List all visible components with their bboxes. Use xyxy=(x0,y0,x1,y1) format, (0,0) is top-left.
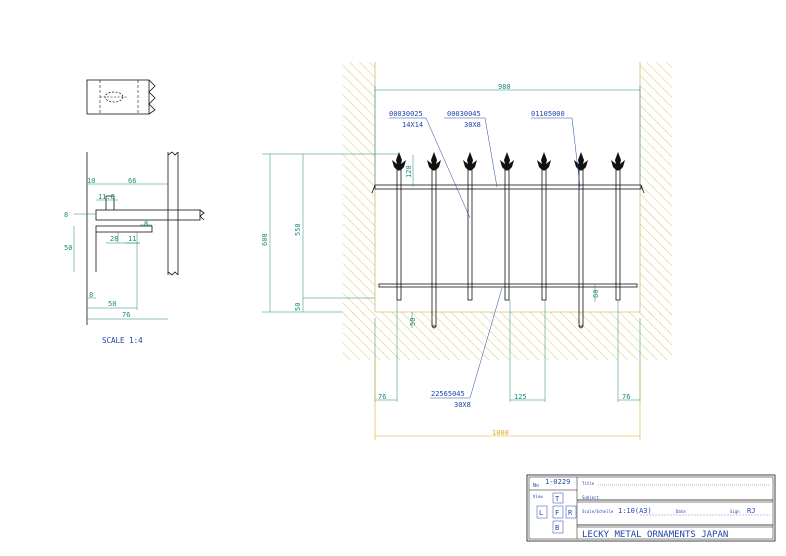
date-label: Date xyxy=(676,509,686,514)
detail-dim-11: 76 xyxy=(122,311,130,319)
dim-overall-width: 1000 xyxy=(492,429,509,437)
detail-dim-5: 50 xyxy=(64,244,72,252)
picket-bar xyxy=(431,169,437,327)
dim-inner-height: 550 xyxy=(294,223,302,236)
main-dimension-texts: 980 600 550 50 120 60 50 76 125 76 1000 xyxy=(261,83,630,437)
detail-dim-2: 66 xyxy=(128,177,136,185)
part-code-3: 01105000 xyxy=(531,110,565,118)
dim-right-end: 76 xyxy=(622,393,630,401)
dim-embed: 50 xyxy=(409,318,417,326)
overall-dimension-line xyxy=(374,360,641,440)
fence-rails xyxy=(371,184,645,288)
picket-spear-top xyxy=(463,152,477,170)
picket-spear-top xyxy=(611,152,625,170)
detail-dimension-texts: 10 66 11.8 8 50 28 11 8 8 50 76 xyxy=(64,177,148,319)
view-front: F xyxy=(555,509,559,517)
sign-value: RJ xyxy=(747,507,755,515)
dim-total-height: 600 xyxy=(261,233,269,246)
detail-dim-9: 8 xyxy=(89,291,93,299)
detail-dim-10: 50 xyxy=(108,300,116,308)
picket-bar xyxy=(467,169,473,301)
picket-bar xyxy=(541,169,547,301)
detail-dim-8: 8 xyxy=(144,220,148,228)
subject-label: Subject xyxy=(582,495,599,500)
view-left: L xyxy=(539,509,543,517)
part-code-1: 00030025 xyxy=(389,110,423,118)
dim-rail-offset: 60 xyxy=(592,290,600,298)
part-size-4: 30X8 xyxy=(454,401,471,409)
detail-dim-1: 10 xyxy=(87,177,95,185)
detail-dim-6: 28 xyxy=(110,235,118,243)
view-top: T xyxy=(555,495,560,503)
view-right: R xyxy=(568,509,573,517)
picket-bar xyxy=(396,169,402,301)
fence-pickets xyxy=(392,152,625,329)
picket-bar xyxy=(615,169,621,301)
detail-side-view xyxy=(86,151,205,325)
scale-value: 1:10(A3) xyxy=(618,507,652,515)
picket-spear-top xyxy=(392,152,406,170)
part-size-2: 30X8 xyxy=(464,121,481,129)
main-dimension-lines xyxy=(262,86,641,402)
picket-spear-top xyxy=(427,152,441,170)
company-name: LECKY METAL ORNAMENTS JAPAN xyxy=(582,530,728,540)
detail-top-view xyxy=(86,79,156,115)
part-code-2: 00030045 xyxy=(447,110,481,118)
view-bottom: B xyxy=(555,524,559,532)
picket-bar xyxy=(578,169,584,327)
title-label: Title xyxy=(582,481,595,486)
dim-left-end: 76 xyxy=(378,393,386,401)
detail-dimension-lines xyxy=(73,183,168,320)
wall-hatching xyxy=(343,62,672,360)
dim-top-width: 980 xyxy=(498,83,511,91)
picket-bar xyxy=(504,169,510,301)
sign-label: Sign xyxy=(730,509,740,514)
scale-label: Scale/Echelle xyxy=(582,509,614,514)
part-code-4: 22565045 xyxy=(431,390,465,398)
detail-dim-3: 11.8 xyxy=(98,193,115,201)
picket-foot xyxy=(431,325,437,329)
view-label: View xyxy=(533,494,543,499)
dim-spike-height: 120 xyxy=(405,165,413,178)
title-block-no-label: No xyxy=(533,483,539,489)
picket-spear-top xyxy=(500,152,514,170)
drawing-number: 1-0229 xyxy=(545,478,570,486)
dim-bottom-gap: 50 xyxy=(294,303,302,311)
detail-scale-label: SCALE 1:4 xyxy=(102,336,143,345)
title-block: No 1-0229 Title View Subject T L F R B S… xyxy=(526,474,776,542)
detail-dim-7: 11 xyxy=(128,235,136,243)
dim-spacing: 125 xyxy=(514,393,527,401)
detail-dim-4: 8 xyxy=(64,211,68,219)
part-leader-lines xyxy=(389,117,581,399)
part-size-1: 14X14 xyxy=(402,121,423,129)
picket-foot xyxy=(578,325,584,329)
part-labels: 00030025 14X14 00030045 30X8 01105000 22… xyxy=(389,110,565,409)
picket-spear-top xyxy=(537,152,551,170)
